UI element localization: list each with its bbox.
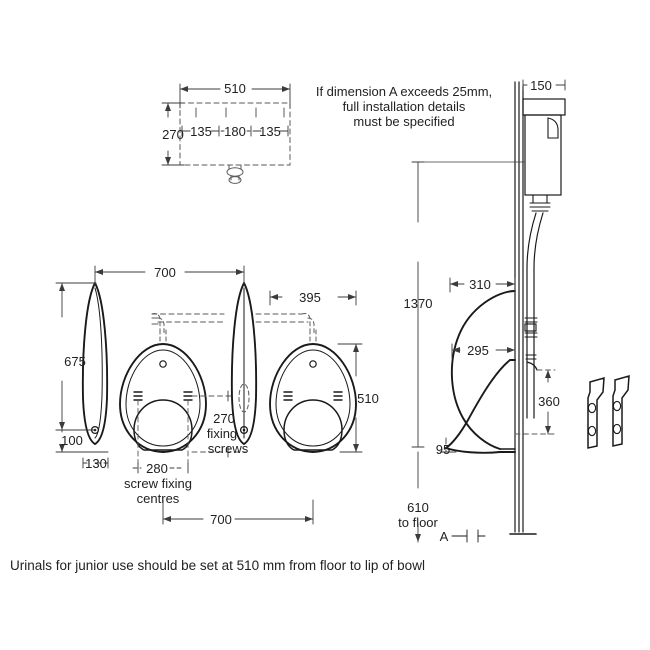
dimension-a-marker [451, 529, 486, 543]
label-screw-centres-280: 280 [146, 461, 168, 476]
label-fixing-from-base-360: 360 [538, 394, 560, 409]
label-floor-to-floor: to floor [398, 515, 438, 530]
cistern-plan-view [179, 102, 291, 184]
label-bowl-projection-310: 310 [469, 277, 491, 292]
dim-cistern-segments [181, 125, 289, 137]
dim-overall-700-top [94, 265, 245, 285]
dim-bowl-base-100 [56, 429, 109, 452]
note-line-2: full installation details [343, 99, 466, 114]
wall-bracket-pair [587, 374, 630, 449]
dim-lip-height-510 [337, 343, 363, 453]
label-cistern-width-510: 510 [224, 81, 246, 96]
label-screw-centres-word-2: centres [137, 491, 180, 506]
urinal-centre-front [119, 313, 225, 453]
label-bowl-height-675: 675 [64, 354, 86, 369]
urinal-middle-profile [230, 280, 258, 446]
dim-cistern-depth-150 [522, 79, 566, 91]
urinal-right-front [255, 313, 357, 453]
note-line-3: must be specified [353, 114, 454, 129]
label-screw-centres-word-1: screw fixing [124, 476, 192, 491]
dim-fixing-screws-270 [191, 390, 247, 458]
label-cistern-height-270: 270 [162, 127, 184, 142]
label-cistern-seg-left-135: 135 [190, 124, 212, 139]
label-dimension-a: A [440, 529, 449, 544]
note-line-1: If dimension A exceeds 25mm, [316, 84, 492, 99]
dim-fixing-from-base-360 [514, 369, 558, 435]
dim-bowl-spacing-395 [269, 290, 357, 306]
label-lip-height-510: 510 [357, 391, 379, 406]
label-fixing-word-2: screws [208, 441, 249, 456]
dim-bowl-inner-295 [451, 343, 516, 359]
drawing-caption: Urinals for junior use should be set at … [10, 558, 425, 573]
label-fixing-270: 270 [213, 411, 235, 426]
cistern-side-view [522, 98, 566, 419]
wall-section [509, 81, 537, 535]
label-cistern-seg-mid-180: 180 [224, 124, 246, 139]
label-bowl-spacing-395: 395 [299, 290, 321, 305]
label-cistern-depth-150: 150 [530, 78, 552, 93]
label-bowl-inner-295: 295 [467, 343, 489, 358]
label-floor-610: 610 [407, 500, 429, 515]
label-cistern-seg-right-135: 135 [259, 124, 281, 139]
dim-cistern-to-base-1370 [411, 161, 525, 448]
urinal-left-profile [81, 280, 109, 446]
dim-cistern-height-270 [161, 102, 185, 166]
dim-cistern-width-510 [179, 83, 291, 109]
label-bowl-base-100: 100 [61, 433, 83, 448]
dim-overall-700-bottom [162, 499, 314, 525]
label-fixing-word-1: fixing [207, 426, 237, 441]
dim-base-projection-95 [439, 437, 457, 453]
cistern-outline [179, 102, 291, 166]
urinal-side-profile [445, 290, 516, 454]
label-overall-700-top: 700 [154, 265, 176, 280]
label-side-offset-130: 130 [85, 456, 107, 471]
label-cistern-to-base-1370: 1370 [404, 296, 433, 311]
label-base-projection-95: 95 [436, 442, 450, 457]
dim-side-offset-130 [82, 457, 109, 469]
dim-bowl-projection-310 [449, 277, 516, 293]
label-overall-700-bottom: 700 [210, 512, 232, 527]
dim-screw-centres-280 [132, 399, 189, 474]
